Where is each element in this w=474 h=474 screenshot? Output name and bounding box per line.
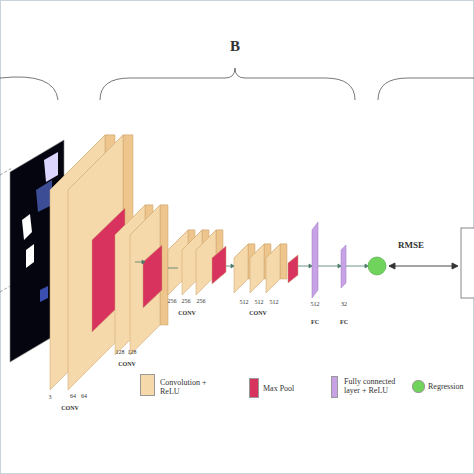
dimension-number: 64 bbox=[81, 393, 87, 399]
dimension-number: 32 bbox=[341, 301, 347, 307]
dimension-number: 512 bbox=[240, 299, 249, 305]
flow-arrow bbox=[135, 260, 368, 268]
legend-text: Fully connected layer + ReLU bbox=[344, 377, 406, 395]
layer-type-label: FC bbox=[340, 319, 348, 325]
bracket bbox=[100, 68, 355, 100]
dimension-number: 256 bbox=[182, 298, 191, 304]
dimension-number: 128 bbox=[116, 349, 125, 355]
dimension-number: 512 bbox=[311, 301, 320, 307]
layer-type-label: CONV bbox=[118, 361, 136, 367]
layer-type-label: FC bbox=[311, 319, 319, 325]
layer-type-label: CONV bbox=[178, 310, 196, 316]
image-blob bbox=[36, 180, 52, 212]
legend-text: Max Pool bbox=[263, 384, 313, 393]
legend-text: Regression bbox=[428, 382, 474, 391]
layer-type-label: CONV bbox=[61, 405, 79, 411]
bracket bbox=[0, 77, 58, 100]
dimension-number: 256 bbox=[168, 298, 177, 304]
dimension-number: 512 bbox=[270, 299, 279, 305]
conv-block bbox=[115, 205, 168, 355]
dimension-number: 3 bbox=[49, 394, 52, 400]
fc-layer bbox=[341, 245, 346, 288]
rmse-arrow bbox=[389, 263, 458, 269]
legend-swatch bbox=[249, 378, 259, 398]
dimension-number: 64 bbox=[70, 393, 76, 399]
target-box bbox=[461, 228, 474, 298]
legend-swatch bbox=[140, 374, 155, 396]
image-blob bbox=[40, 286, 48, 302]
dimension-number: 256 bbox=[197, 298, 206, 304]
layer-type-label: CONV bbox=[249, 310, 267, 316]
loss-label: RMSE bbox=[398, 241, 424, 250]
image-blob bbox=[44, 152, 58, 182]
image-blob bbox=[22, 214, 32, 240]
dimension-number: 128 bbox=[128, 349, 137, 355]
legend-swatch bbox=[331, 376, 338, 398]
image-blob bbox=[26, 244, 34, 268]
legend-swatch bbox=[412, 380, 425, 393]
legend-text: Convolution + ReLU bbox=[160, 378, 218, 396]
regression-node bbox=[368, 257, 386, 275]
conv-block bbox=[168, 230, 226, 295]
fc-layer bbox=[312, 222, 318, 298]
section-letter: B bbox=[230, 39, 240, 54]
dimension-number: 512 bbox=[255, 299, 264, 305]
bracket bbox=[378, 78, 474, 100]
conv-block bbox=[234, 244, 298, 293]
